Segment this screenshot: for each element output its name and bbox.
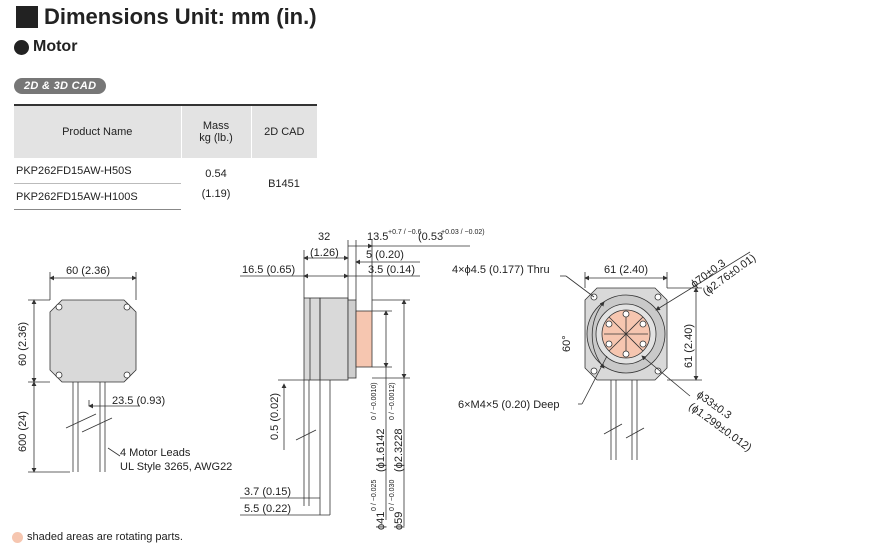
motor-leads-label: 4 Motor Leads: [120, 447, 191, 459]
product-table: Product Name Mass kg (lb.) 2D CAD PKP262…: [14, 104, 317, 210]
table-header-row: Product Name Mass kg (lb.) 2D CAD: [14, 104, 317, 158]
title-square-icon: [16, 6, 38, 28]
table-row: PKP262FD15AW-H100S: [14, 183, 317, 210]
dim-side-135-in: (0.53: [418, 231, 443, 243]
dim-shaft-59: ϕ59: [393, 512, 405, 530]
dim-side-5: 5 (0.20): [366, 249, 404, 261]
dim-rear-width: 61 (2.40): [604, 264, 648, 276]
dim-rear-height: 61 (2.40): [683, 324, 695, 368]
mass-kg: 0.54: [205, 167, 227, 180]
dim-side-135: 13.5: [367, 231, 388, 243]
dim-side-135-in-tol: +0.03 / −0.02): [441, 229, 485, 236]
product-name-cell: PKP262FD15AW-H100S: [14, 183, 181, 210]
mass-header-line1: Mass: [202, 120, 230, 132]
dim-shaft-41: ϕ41: [375, 512, 387, 530]
cad-badge[interactable]: 2D & 3D CAD: [14, 78, 107, 94]
dim-side-165: 16.5 (0.65): [242, 264, 295, 276]
section-title: Motor: [14, 38, 77, 56]
dim-shaft-41-tol: 0 / −0.025: [371, 480, 378, 511]
cad-header: 2D CAD: [251, 104, 317, 158]
side-view: [240, 240, 470, 526]
dim-side-135-tol: +0.7 / −0.6: [388, 229, 422, 236]
dim-side-55: 5.5 (0.22): [244, 503, 291, 515]
dim-shaft-41-in: (ϕ1.6142: [375, 429, 387, 472]
dim-side-126: (1.26): [310, 247, 339, 259]
dim-side-32: 32: [318, 231, 330, 243]
page-title-text: Dimensions Unit: mm (in.): [44, 4, 317, 29]
dim-shaft-59-in-tol: 0 / −0.0012): [389, 382, 396, 420]
product-name-cell: PKP262FD15AW-H50S: [14, 158, 181, 184]
dim-taps: 6×M4×5 (0.20) Deep: [458, 399, 560, 411]
legend: shaded areas are rotating parts.: [12, 531, 183, 543]
dim-front-height: 60 (2.36): [17, 322, 29, 366]
dim-shaft-41-in-tol: 0 / −0.0010): [371, 382, 378, 420]
motor-leads-spec: UL Style 3265, AWG22: [120, 461, 232, 473]
dim-holes: 4×ϕ4.5 (0.177) Thru: [452, 264, 550, 276]
dim-lead-length: 600 (24): [17, 411, 29, 452]
mass-lb: (1.19): [201, 187, 231, 200]
product-name-header: Product Name: [14, 104, 181, 158]
table-row: PKP262FD15AW-H50S 0.54 (1.19) B1451: [14, 158, 317, 200]
rotating-swatch-icon: [12, 531, 23, 543]
cad-link[interactable]: B1451: [268, 177, 300, 190]
mass-header-line2: kg (lb.): [199, 132, 233, 144]
dim-angle: 60°: [561, 335, 573, 352]
dim-shaft-59-in: (ϕ2.3228: [393, 429, 405, 472]
dim-front-width: 60 (2.36): [66, 265, 110, 277]
bullet-dot-icon: [14, 39, 29, 55]
dim-side-05: 0.5 (0.02): [269, 393, 281, 440]
mass-cell: 0.54 (1.19): [181, 158, 251, 210]
dim-side-35: 3.5 (0.14): [368, 264, 415, 276]
mass-header: Mass kg (lb.): [180, 104, 252, 158]
section-title-text: Motor: [33, 38, 78, 55]
dim-shaft-59-tol: 0 / −0.030: [389, 480, 396, 511]
page-title: Dimensions Unit: mm (in.): [16, 4, 317, 30]
legend-text: shaded areas are rotating parts.: [27, 531, 183, 543]
dim-lead-offset: 23.5 (0.93): [112, 395, 165, 407]
dim-side-37: 3.7 (0.15): [244, 486, 291, 498]
front-view: [28, 272, 140, 473]
rear-view: [560, 251, 751, 460]
